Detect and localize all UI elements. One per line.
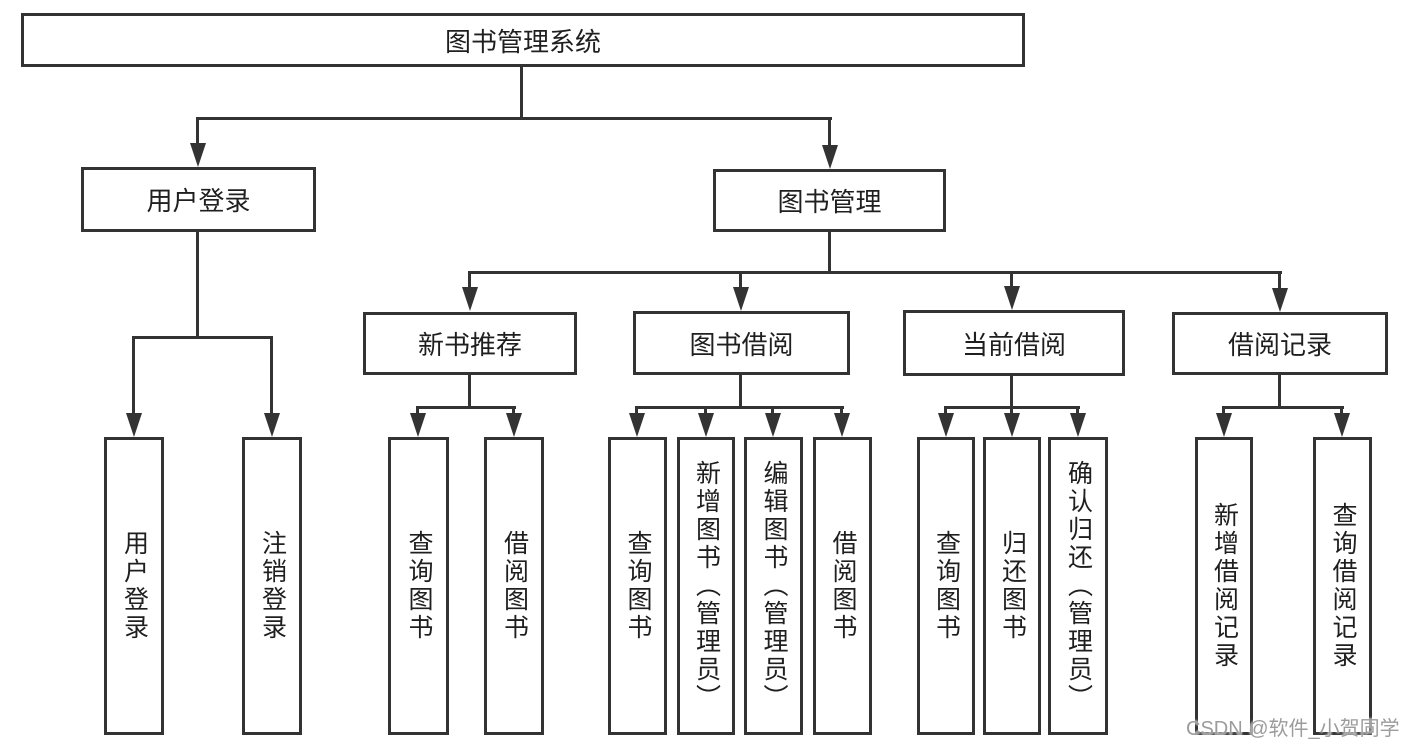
connector-drop-borrow-records — [1278, 271, 1281, 289]
connector-borrow-records-stem — [1278, 375, 1281, 406]
node-borrow-records-label: 借阅记录 — [1227, 330, 1332, 360]
leaf-confirm-return: 确认归还（管理员） — [1048, 437, 1108, 735]
csdn-watermark: CSDN @软件_小贺同学 — [1186, 718, 1400, 740]
connector-drop-borrow-book-2 — [840, 406, 843, 415]
arrow-confirm-return-icon — [1070, 413, 1086, 437]
leaf-add-book-label: 新增图书（管理员） — [692, 460, 721, 712]
connector-new-book-rec-stem — [468, 375, 471, 406]
connector-book-borrow-rail — [635, 406, 844, 409]
node-book-borrow-label: 图书借阅 — [689, 329, 794, 360]
arrow-borrow-book-1-icon — [506, 413, 522, 437]
node-book-mgmt-label: 图书管理 — [777, 187, 882, 217]
arrow-add-book-icon — [698, 413, 714, 437]
leaf-query-book-1: 查询图书 — [388, 437, 449, 735]
arrow-return-book-icon — [1004, 413, 1020, 437]
leaf-query-book-1-label: 查询图书 — [405, 530, 433, 642]
leaf-add-borrow-record: 新增借阅记录 — [1195, 437, 1253, 735]
arrow-borrow-book-2-icon — [834, 413, 850, 437]
leaf-logout-label: 注销登录 — [258, 530, 287, 642]
node-user-login-label: 用户登录 — [146, 186, 251, 216]
connector-root-stem — [520, 67, 523, 120]
leaf-confirm-return-label: 确认归还（管理员） — [1064, 460, 1093, 712]
leaf-query-borrow-record-label: 查询借阅记录 — [1329, 502, 1357, 670]
leaf-borrow-book-1: 借阅图书 — [484, 437, 544, 735]
connector-user-login-stem — [196, 232, 199, 336]
arrow-user-login-icon — [190, 143, 206, 167]
leaf-query-book-2: 查询图书 — [608, 437, 667, 735]
arrow-query-book-1-icon — [410, 413, 426, 437]
connector-drop-query-book-2 — [635, 406, 638, 415]
connector-drop-user-login — [196, 117, 199, 145]
connector-drop-confirm-return — [1076, 406, 1079, 415]
arrow-leaf-logout-icon — [264, 413, 280, 437]
connector-borrow-records-rail — [1222, 406, 1344, 409]
connector-drop-return-book — [1010, 406, 1013, 415]
arrow-add-borrow-record-icon — [1216, 413, 1232, 437]
connector-book-mgmt-rail — [468, 271, 1282, 274]
leaf-return-book-label: 归还图书 — [998, 530, 1027, 642]
connector-drop-query-borrow-record — [1340, 406, 1343, 415]
connector-drop-leaf-logout — [270, 336, 273, 415]
node-root-label: 图书管理系统 — [444, 26, 601, 57]
leaf-edit-book: 编辑图书（管理员） — [744, 437, 803, 735]
connector-drop-borrow-book-1 — [512, 406, 515, 415]
leaf-logout: 注销登录 — [242, 437, 302, 735]
arrow-book-borrow-icon — [733, 287, 749, 311]
connector-drop-add-book — [704, 406, 707, 415]
node-root: 图书管理系统 — [21, 13, 1025, 67]
leaf-borrow-book-1-label: 借阅图书 — [500, 530, 529, 642]
leaf-borrow-book-2-label: 借阅图书 — [829, 530, 857, 642]
connector-book-borrow-stem — [739, 375, 742, 406]
arrow-current-borrow-icon — [1004, 286, 1020, 310]
leaf-add-book: 新增图书（管理员） — [677, 437, 735, 735]
connector-new-book-rec-rail — [416, 406, 516, 409]
connector-drop-book-mgmt — [828, 117, 831, 145]
arrow-query-book-3-icon — [938, 413, 954, 437]
leaf-return-book: 归还图书 — [983, 437, 1041, 735]
node-book-borrow: 图书借阅 — [633, 311, 850, 375]
arrow-borrow-records-icon — [1272, 288, 1288, 312]
leaf-user-login: 用户登录 — [104, 437, 164, 735]
node-new-book-rec: 新书推荐 — [363, 312, 577, 375]
leaf-user-login-label: 用户登录 — [120, 530, 149, 642]
connector-drop-query-book-3 — [944, 406, 947, 415]
leaf-query-book-3-label: 查询图书 — [932, 530, 961, 642]
connector-root-rail — [196, 117, 832, 120]
node-current-borrow: 当前借阅 — [903, 310, 1125, 376]
connector-drop-new-book-rec — [468, 271, 471, 289]
arrow-book-mgmt-icon — [822, 145, 838, 169]
arrow-new-book-rec-icon — [462, 287, 478, 311]
node-user-login: 用户登录 — [81, 167, 316, 232]
leaf-query-borrow-record: 查询借阅记录 — [1313, 437, 1372, 735]
node-book-mgmt: 图书管理 — [713, 169, 946, 232]
connector-drop-leaf-user-login — [132, 336, 135, 415]
arrow-query-borrow-record-icon — [1334, 413, 1350, 437]
connector-drop-query-book-1 — [416, 406, 419, 415]
leaf-edit-book-label: 编辑图书（管理员） — [760, 460, 788, 712]
leaf-add-borrow-record-label: 新增借阅记录 — [1210, 502, 1239, 670]
node-new-book-rec-label: 新书推荐 — [417, 330, 522, 360]
connector-book-mgmt-stem — [828, 232, 831, 271]
connector-drop-edit-book — [771, 406, 774, 415]
node-current-borrow-label: 当前借阅 — [961, 329, 1066, 360]
connector-user-login-rail — [132, 336, 273, 339]
arrow-leaf-user-login-icon — [126, 413, 142, 437]
connector-current-borrow-stem — [1010, 376, 1013, 406]
arrow-query-book-2-icon — [629, 413, 645, 437]
connector-drop-book-borrow — [739, 271, 742, 289]
leaf-borrow-book-2: 借阅图书 — [813, 437, 872, 735]
connector-drop-current-borrow — [1010, 271, 1013, 289]
arrow-edit-book-icon — [765, 413, 781, 437]
leaf-query-book-3: 查询图书 — [917, 437, 975, 735]
node-borrow-records: 借阅记录 — [1172, 312, 1388, 375]
connector-drop-add-borrow-record — [1222, 406, 1225, 415]
leaf-query-book-2-label: 查询图书 — [624, 530, 652, 642]
